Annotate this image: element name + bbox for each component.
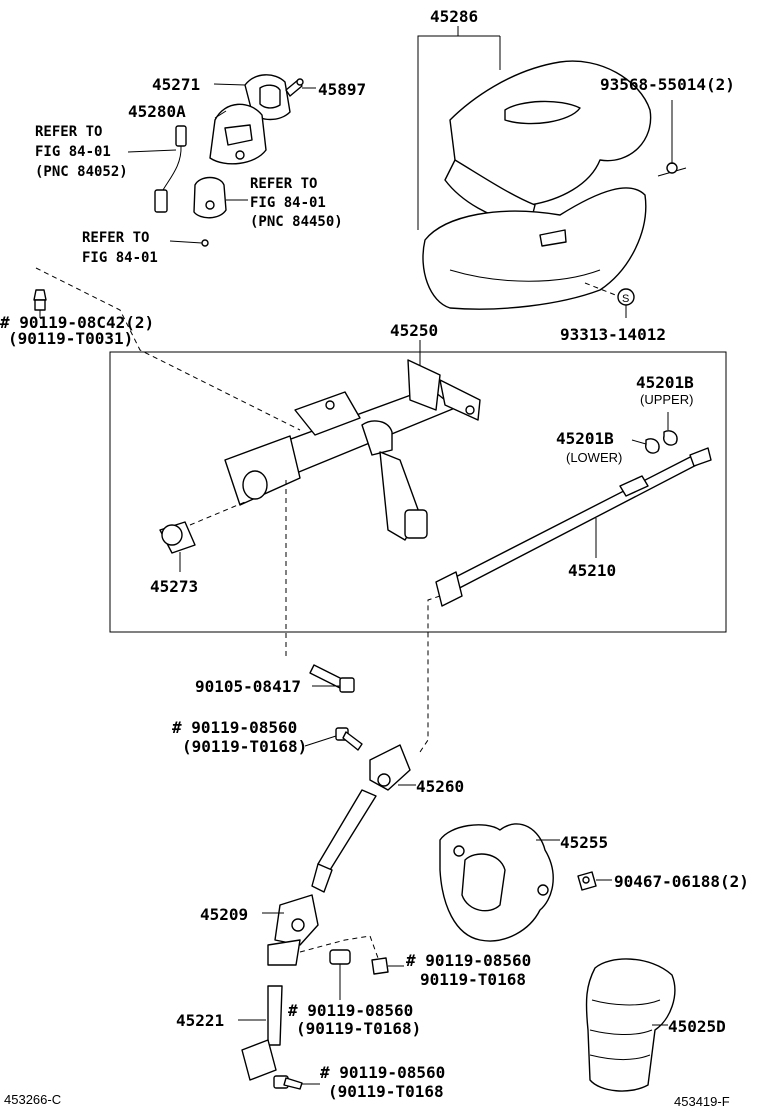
label-93313: 93313-14012 xyxy=(560,325,666,344)
label-90119-08560-a2: (90119-T0168) xyxy=(182,737,307,756)
pin-fig8401 xyxy=(201,239,209,247)
note-lower: (LOWER) xyxy=(566,450,622,465)
label-45201b-lower: 45201B xyxy=(556,429,614,448)
ref1-line2: FIG 84-01 xyxy=(35,144,111,160)
yoke-45221 xyxy=(241,985,283,1081)
bolt-90119-08c42 xyxy=(33,289,47,318)
dashed-guide-bolt xyxy=(35,267,301,431)
bolt-90105-08417 xyxy=(309,664,355,693)
label-45221: 45221 xyxy=(176,1011,224,1030)
ref3-line1: REFER TO xyxy=(82,230,149,246)
bolt-90119-08560-b xyxy=(371,957,389,975)
boot-45025d xyxy=(585,958,676,1092)
ref3-line2: FIG 84-01 xyxy=(82,250,158,266)
label-90105: 90105-08417 xyxy=(195,677,301,696)
bushing-45273 xyxy=(159,521,196,554)
screw-45897 xyxy=(285,78,304,97)
sensor-pnc84052 xyxy=(154,125,187,213)
column-cover-lower xyxy=(422,187,647,310)
dashed-guide-shaft xyxy=(419,595,441,753)
footer-right-code: 453419-F xyxy=(674,1094,730,1109)
label-45273: 45273 xyxy=(150,577,198,596)
cover-45255 xyxy=(439,823,554,942)
switch-body-45271 xyxy=(244,74,291,121)
label-90119-08560-b1: # 90119-08560 xyxy=(406,951,531,970)
intermediate-shaft-45260 xyxy=(311,744,411,893)
snap-ring-upper xyxy=(663,430,678,446)
label-90119-08560-d2: (90119-T0168 xyxy=(328,1082,444,1101)
label-45210: 45210 xyxy=(568,561,616,580)
ref2-line2: FIG 84-01 xyxy=(250,195,326,211)
ref2-line1: REFER TO xyxy=(250,176,317,192)
joint-45209 xyxy=(267,894,319,966)
label-45025d: 45025D xyxy=(668,1017,726,1036)
ref1-line3: (PNC 84052) xyxy=(35,164,128,180)
label-90119-08c42-b: (90119-T0031) xyxy=(8,329,133,348)
label-45260: 45260 xyxy=(416,777,464,796)
leader-45286 xyxy=(417,35,500,230)
bolt-90119-08560-c xyxy=(329,949,351,1000)
label-90119-08560-a1: # 90119-08560 xyxy=(172,718,297,737)
label-45286: 45286 xyxy=(430,7,478,26)
clip-93313: S xyxy=(584,282,635,318)
label-93568: 93568-55014(2) xyxy=(600,75,735,94)
shaft-45210 xyxy=(435,447,712,607)
ref1-line1: REFER TO xyxy=(35,124,102,140)
column-tube xyxy=(224,359,481,541)
label-45280a: 45280A xyxy=(128,102,186,121)
label-90119-08c42-a: # 90119-08C42(2) xyxy=(0,313,154,332)
label-45250: 45250 xyxy=(390,321,438,340)
clip-90467 xyxy=(577,871,597,891)
footer-left-code: 453266-C xyxy=(4,1092,61,1107)
dashed-guide-joint xyxy=(299,935,379,959)
ref2-line3: (PNC 84450) xyxy=(250,214,343,230)
label-45271: 45271 xyxy=(152,75,200,94)
label-45201b-upper: 45201B xyxy=(636,373,694,392)
label-45255: 45255 xyxy=(560,833,608,852)
switch-pnc84450 xyxy=(193,176,227,219)
snap-ring-lower xyxy=(645,438,660,454)
label-45209: 45209 xyxy=(200,905,248,924)
column-cover-upper xyxy=(444,60,652,226)
bolt-90119-08560-a xyxy=(335,727,363,751)
housing-45280a xyxy=(209,103,267,165)
assembly-box-45250 xyxy=(109,351,727,633)
screw-93568 xyxy=(657,100,687,177)
label-90467: 90467-06188(2) xyxy=(614,872,749,891)
label-90119-08560-c2: (90119-T0168) xyxy=(296,1019,421,1038)
label-45897: 45897 xyxy=(318,80,366,99)
bolt-90119-08560-d xyxy=(273,1075,303,1090)
svg-text:S: S xyxy=(622,293,629,305)
note-upper: (UPPER) xyxy=(640,392,693,407)
label-90119-08560-d1: # 90119-08560 xyxy=(320,1063,445,1082)
label-90119-08560-b2: 90119-T0168 xyxy=(420,970,526,989)
label-90119-08560-c1: # 90119-08560 xyxy=(288,1001,413,1020)
